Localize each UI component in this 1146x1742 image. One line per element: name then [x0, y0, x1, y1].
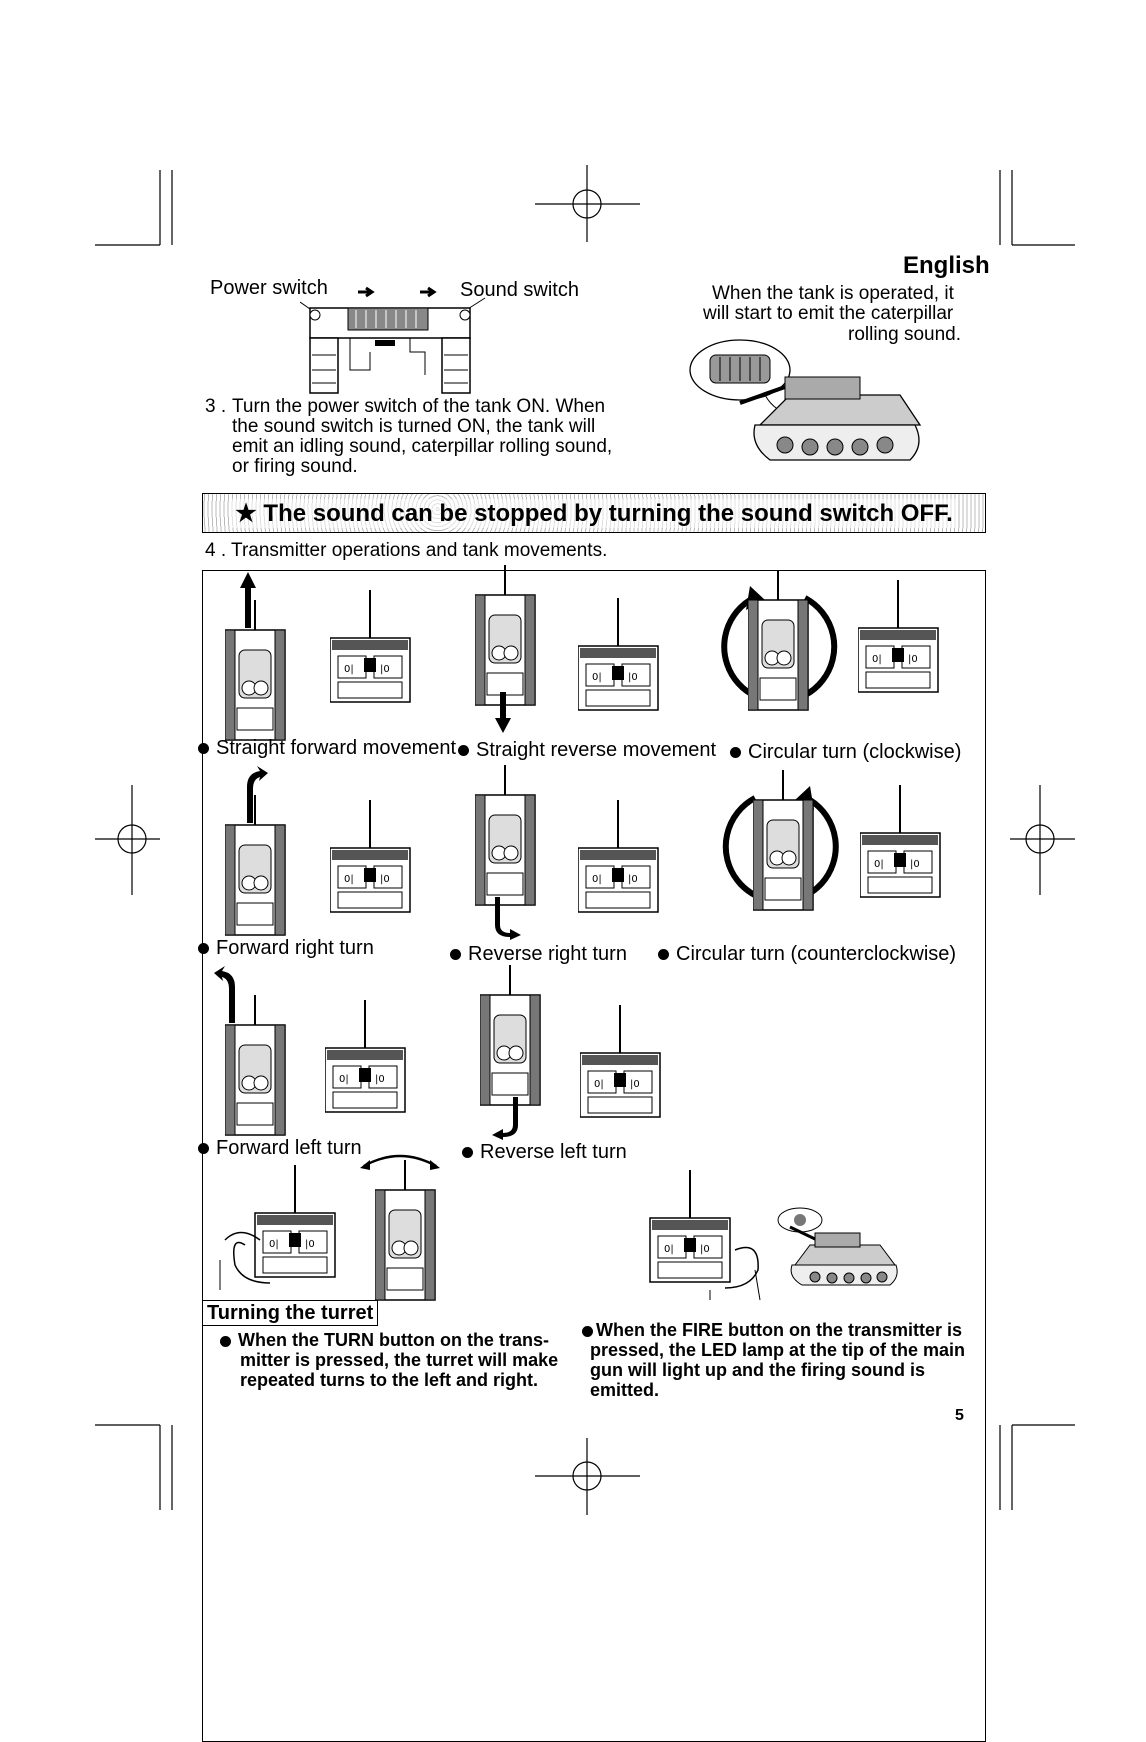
- tank-sound-line-2: will start to emit the caterpillar: [703, 303, 954, 324]
- transmitter-illustration: [580, 1005, 661, 1118]
- movement-label: Circular turn (counterclockwise): [658, 944, 956, 965]
- turret-description-line-3: repeated turns to the left and right.: [240, 1370, 539, 1390]
- tank-illustration: [748, 570, 809, 711]
- firing-tank-illustration: [777, 1207, 898, 1286]
- tank-illustration: [475, 565, 536, 706]
- transmitter-illustration: [858, 580, 939, 693]
- tank-with-engine-bubble-illustration: [689, 339, 922, 461]
- forward-arrow-icon: [240, 572, 256, 628]
- step3-line-2: the sound switch is turned ON, the tank …: [232, 416, 596, 437]
- transmitter-illustration: [325, 1000, 406, 1113]
- reverse-left-turn-arrow-icon: [492, 1097, 518, 1140]
- movement-label: Straight forward movement: [198, 738, 456, 759]
- sound-off-banner: ★ The sound can be stopped by turning th…: [202, 493, 986, 533]
- reverse-right-turn-arrow-icon: [495, 897, 521, 940]
- transmitter-illustration: [578, 800, 659, 913]
- turret-heading: Turning the turret: [202, 1300, 379, 1326]
- tank-illustration: [225, 600, 286, 741]
- tank-illustration: [225, 795, 286, 936]
- crop-marks: [95, 165, 1075, 1515]
- step3-number: 3 .: [205, 396, 227, 417]
- movement-label: Reverse left turn: [462, 1142, 627, 1163]
- fire-description-line-4: emitted.: [590, 1380, 660, 1400]
- tank-illustration: [475, 765, 536, 906]
- fire-description-line-2: pressed, the LED lamp at the tip of the …: [590, 1340, 966, 1360]
- movement-label: Forward left turn: [198, 1138, 362, 1159]
- power-switch-label: Power switch: [210, 277, 328, 299]
- page-number: 5: [955, 1407, 964, 1424]
- turret-swing-arrow-icon: [360, 1154, 440, 1170]
- fire-description-line-1: When the FIRE button on the transmitter …: [582, 1320, 962, 1341]
- turret-description-line-1: When the TURN button on the trans-: [220, 1330, 549, 1351]
- tank-illustration: [225, 995, 286, 1136]
- movement-label: Straight reverse movement: [458, 740, 716, 761]
- step3-line-1: Turn the power switch of the tank ON. Wh…: [232, 396, 606, 417]
- switch-panel-illustration: [300, 286, 486, 394]
- transmitter-illustration: [860, 785, 941, 898]
- forward-right-turn-arrow-icon: [247, 766, 268, 823]
- transmitter-illustration: [578, 598, 659, 711]
- movement-label: Forward right turn: [198, 938, 374, 959]
- tank-illustration: [480, 965, 541, 1106]
- fire-description-line-3: gun will light up and the firing sound i…: [590, 1360, 925, 1380]
- tank-illustration: [375, 1160, 436, 1301]
- sound-switch-label: Sound switch: [460, 279, 579, 301]
- turret-description-line-2: mitter is pressed, the turret will make: [240, 1350, 559, 1370]
- transmitter-illustration: [330, 800, 411, 913]
- transmitter-in-hands-illustration: [649, 1170, 761, 1300]
- movement-label: Circular turn (clockwise): [730, 742, 961, 763]
- step3-line-4: or firing sound.: [232, 456, 358, 477]
- step4-title: 4 . Transmitter operations and tank move…: [205, 540, 608, 561]
- transmitter-illustration: [330, 590, 411, 703]
- sound-off-banner-text: ★ The sound can be stopped by turning th…: [231, 498, 957, 528]
- tank-sound-line-3: rolling sound.: [848, 324, 962, 345]
- transmitter-in-hands-illustration: [219, 1165, 336, 1290]
- movement-label: Reverse right turn: [450, 944, 627, 965]
- tank-sound-line-1: When the tank is operated, it: [712, 283, 954, 304]
- tank-illustration: [753, 770, 814, 911]
- step3-line-3: emit an idling sound, caterpillar rollin…: [232, 436, 613, 457]
- language-label: English: [903, 252, 990, 279]
- reverse-arrow-icon: [495, 692, 511, 733]
- forward-left-turn-arrow-icon: [214, 966, 235, 1023]
